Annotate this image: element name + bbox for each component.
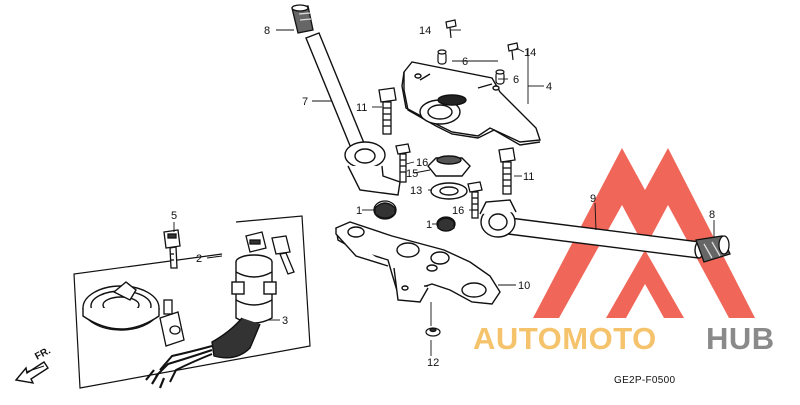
ignition-switch-body [145,254,277,389]
grip-end-right [695,235,731,263]
hex-bolt-long [498,147,516,195]
callout-10: 10 [518,280,530,292]
watermark-logo-text: AUTOMOTO HUB [473,321,775,356]
callout-3: 3 [282,315,288,327]
ignition-key-inserted [245,231,295,275]
callout-7: 7 [302,96,308,108]
callout-6: 6 [513,74,519,86]
screw-small [425,327,441,337]
switch-assembly-box [73,215,311,389]
callout-16: 16 [452,205,464,217]
switch-bracket [159,299,185,347]
rubber-bushing [373,200,456,232]
left-handle-pipe [305,32,401,196]
front-direction-arrow-icon [14,361,49,384]
watermark-logo-triangle [533,148,755,318]
flange-bolt [395,143,411,183]
callout-2: 2 [196,253,202,265]
front-direction-label: FR. [33,345,53,362]
callout-14: 14 [419,25,431,37]
leader-lines [173,29,715,356]
callout-12: 12 [427,357,439,369]
callout-16: 16 [416,157,428,169]
ignition-key [163,229,181,269]
callout-11: 11 [523,171,534,183]
callout-8: 8 [264,25,270,37]
grip-end-left [291,4,314,34]
diagram-code: GE2P-F0500 [614,375,676,386]
callout-1: 1 [356,205,362,217]
callout-5: 5 [171,210,177,222]
callout-14: 14 [524,47,536,59]
callout-15: 15 [406,168,418,180]
flange-bolt [467,181,483,219]
callout-labels: 8 7 14 14 6 6 4 11 16 15 11 13 9 8 1 1 1… [33,25,715,386]
callout-11: 11 [356,102,367,114]
watermark-text-automoto: AUTOMOTO [473,321,657,356]
handle-holder-upper [401,61,541,146]
callout-13: 13 [410,185,422,197]
steering-stem-nut [427,155,471,177]
washer [430,182,468,200]
callout-4: 4 [546,81,552,93]
lock-cap [82,281,160,331]
dowel-pin [437,49,505,85]
watermark-text-hub: HUB [706,321,775,356]
callout-8: 8 [709,209,715,221]
hex-bolt-long [378,87,397,135]
callout-9: 9 [590,193,596,205]
hex-bolt-small [445,19,519,61]
callout-6: 6 [462,56,468,68]
right-handle-pipe [479,199,704,259]
handle-holder-lower-plate [335,221,501,305]
callout-1: 1 [426,219,432,231]
